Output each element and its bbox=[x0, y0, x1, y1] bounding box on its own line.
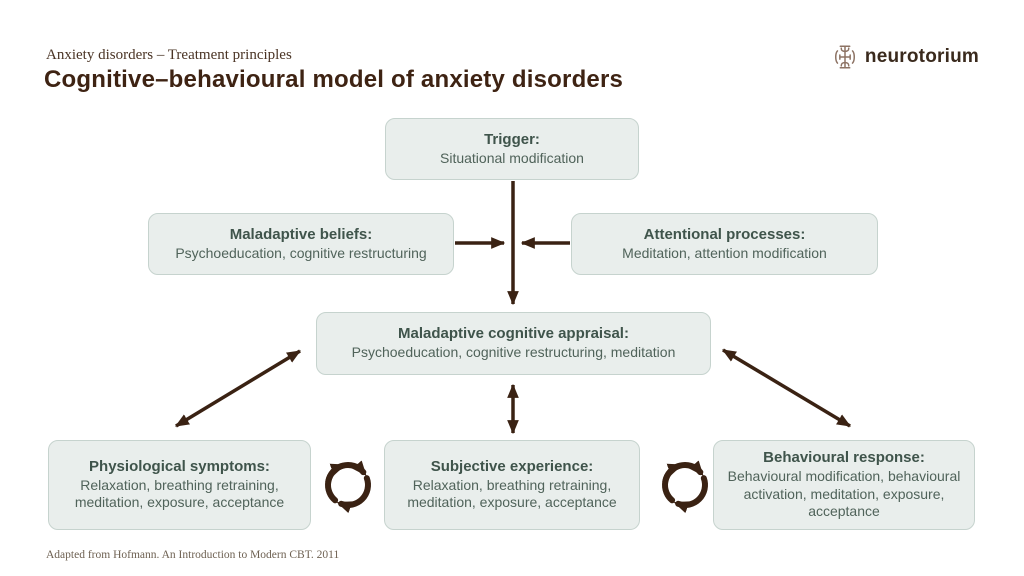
box-cognitive-appraisal: Maladaptive cognitive appraisal: Psychoe… bbox=[316, 312, 711, 375]
box-beliefs-body: Psychoeducation, cognitive restructuring bbox=[175, 244, 427, 261]
page-title: Cognitive–behavioural model of anxiety d… bbox=[44, 66, 624, 93]
box-attentional-body: Meditation, attention modification bbox=[622, 244, 827, 261]
cycle-arrows-icon-left bbox=[328, 465, 368, 505]
box-appraisal-title: Maladaptive cognitive appraisal: bbox=[398, 325, 629, 343]
box-beliefs-title: Maladaptive beliefs: bbox=[229, 225, 373, 243]
box-subjective-body: Relaxation, breathing retraining, medita… bbox=[407, 476, 617, 511]
box-physiological-title: Physiological symptoms: bbox=[89, 457, 270, 475]
source-footnote: Adapted from Hofmann. An Introduction to… bbox=[46, 549, 340, 561]
box-maladaptive-beliefs: Maladaptive beliefs: Psychoeducation, co… bbox=[148, 213, 454, 275]
box-appraisal-body: Psychoeducation, cognitive restructuring… bbox=[351, 344, 676, 361]
box-behavioural-title: Behavioural response: bbox=[763, 449, 925, 467]
box-physiological-symptoms: Physiological symptoms: Relaxation, brea… bbox=[48, 440, 311, 530]
cycle-arrows-icon-right bbox=[665, 465, 705, 505]
slide-subtitle: Anxiety disorders – Treatment principles bbox=[46, 47, 292, 63]
logo-wordmark: neurotorium bbox=[864, 46, 979, 67]
box-subjective-title: Subjective experience: bbox=[430, 457, 594, 475]
box-behavioural-body: Behavioural modification, behavioural ac… bbox=[727, 468, 961, 520]
box-behavioural-response: Behavioural response: Behavioural modifi… bbox=[713, 440, 975, 530]
box-trigger-title: Trigger: bbox=[484, 130, 540, 148]
box-trigger: Trigger: Situational modification bbox=[385, 118, 639, 180]
box-trigger-body: Situational modification bbox=[440, 149, 584, 166]
brain-circuit-icon bbox=[830, 42, 860, 72]
arrow-appraisal-physiological-bidirectional bbox=[175, 349, 301, 428]
box-subjective-experience: Subjective experience: Relaxation, breat… bbox=[384, 440, 640, 530]
box-physiological-body: Relaxation, breathing retraining, medita… bbox=[74, 476, 285, 511]
box-attentional-processes: Attentional processes: Meditation, atten… bbox=[571, 213, 878, 275]
arrow-appraisal-behavioural-bidirectional bbox=[721, 348, 852, 428]
box-attentional-title: Attentional processes: bbox=[643, 225, 806, 243]
neurotorium-logo: neurotorium bbox=[830, 42, 979, 72]
